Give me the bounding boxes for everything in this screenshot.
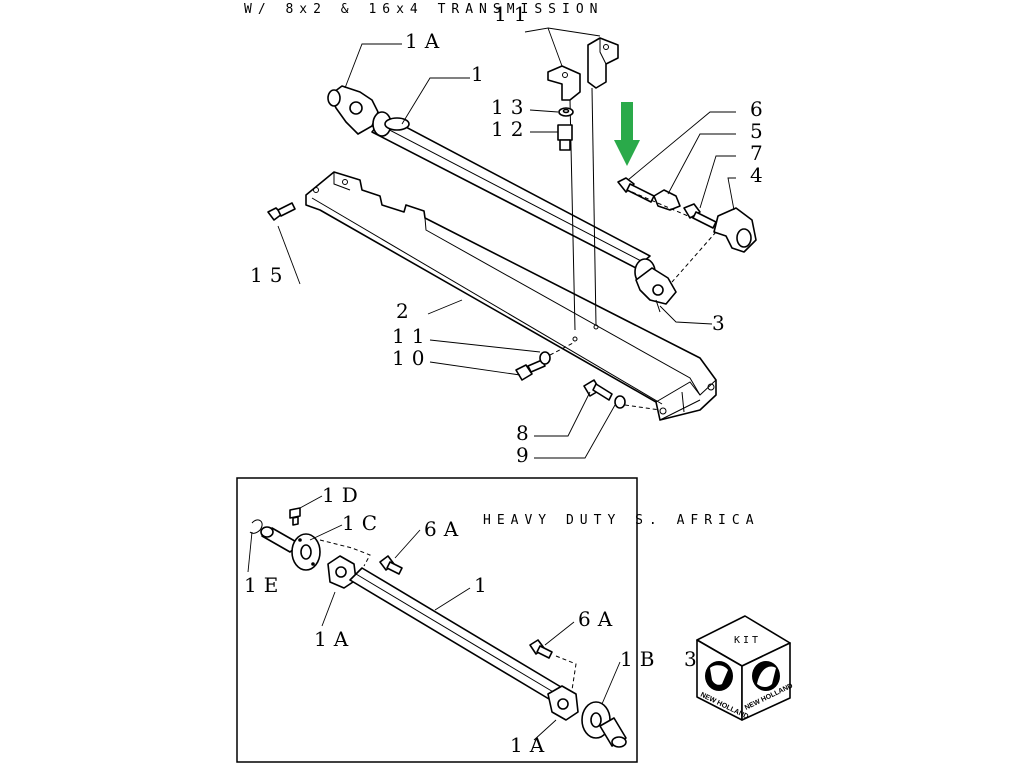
callout-1c: 1C	[342, 511, 384, 535]
callout-6a-first: 6A	[424, 517, 465, 541]
callout-7: 7	[750, 141, 770, 165]
bracket-set	[547, 37, 619, 331]
caption-heavy-duty: HEAVY DUTY S. AFRICA	[483, 513, 760, 528]
callout-1a-inset-left: 1A	[314, 627, 355, 651]
indicator-arrow-icon	[614, 102, 640, 166]
callout-1b: 1B	[620, 647, 661, 671]
leader-lines-inset	[247, 495, 621, 741]
hardware-4-7	[617, 177, 757, 283]
callout-11-top: 11	[494, 2, 533, 26]
inset-assembly: 1D 1C 6A 1E 1 1A 6A 1B 1A	[236, 477, 661, 763]
callout-1a-inset-bottom: 1A	[510, 733, 551, 757]
callout-8: 8	[516, 421, 536, 445]
callout-2: 2	[396, 299, 416, 323]
callout-13: 13	[491, 95, 530, 119]
callout-3-kit: 3	[684, 647, 704, 671]
callout-6: 6	[750, 97, 770, 121]
callout-1e: 1E	[244, 573, 285, 597]
top-assembly: 1A 1 11 13 12 6 5 7 4 15 3 2 11 10 8 9	[250, 2, 770, 467]
caption-transmission: W/ 8x2 & 16x4 TRANSMISSION	[244, 2, 604, 17]
callout-15: 15	[250, 263, 289, 287]
drive-shaft-top	[327, 85, 677, 313]
callout-5: 5	[750, 119, 770, 143]
callout-10: 10	[392, 346, 431, 370]
hardware-12-13	[557, 107, 574, 151]
callout-1d: 1D	[322, 483, 365, 507]
callout-1a-top: 1A	[405, 29, 446, 53]
frame-rail	[305, 171, 717, 421]
callout-11-mid: 11	[392, 324, 431, 348]
bolt-8-washer-9	[583, 379, 661, 411]
kit-box: 3 KIT NEW HOLLAND NEW HOLLAND	[684, 615, 794, 721]
callout-12: 12	[491, 117, 530, 141]
bolt-15	[267, 202, 296, 221]
bolt-10-washer-11	[515, 341, 576, 381]
callout-3-top: 3	[712, 311, 732, 335]
callout-1-inset: 1	[474, 573, 494, 597]
kit-label: KIT	[734, 635, 761, 646]
inset-frame	[236, 477, 638, 763]
callout-6a-second: 6A	[578, 607, 619, 631]
callout-9: 9	[516, 443, 536, 467]
leader-lines-top	[277, 27, 736, 459]
callout-4: 4	[750, 163, 770, 187]
callout-1-top: 1	[471, 62, 491, 86]
